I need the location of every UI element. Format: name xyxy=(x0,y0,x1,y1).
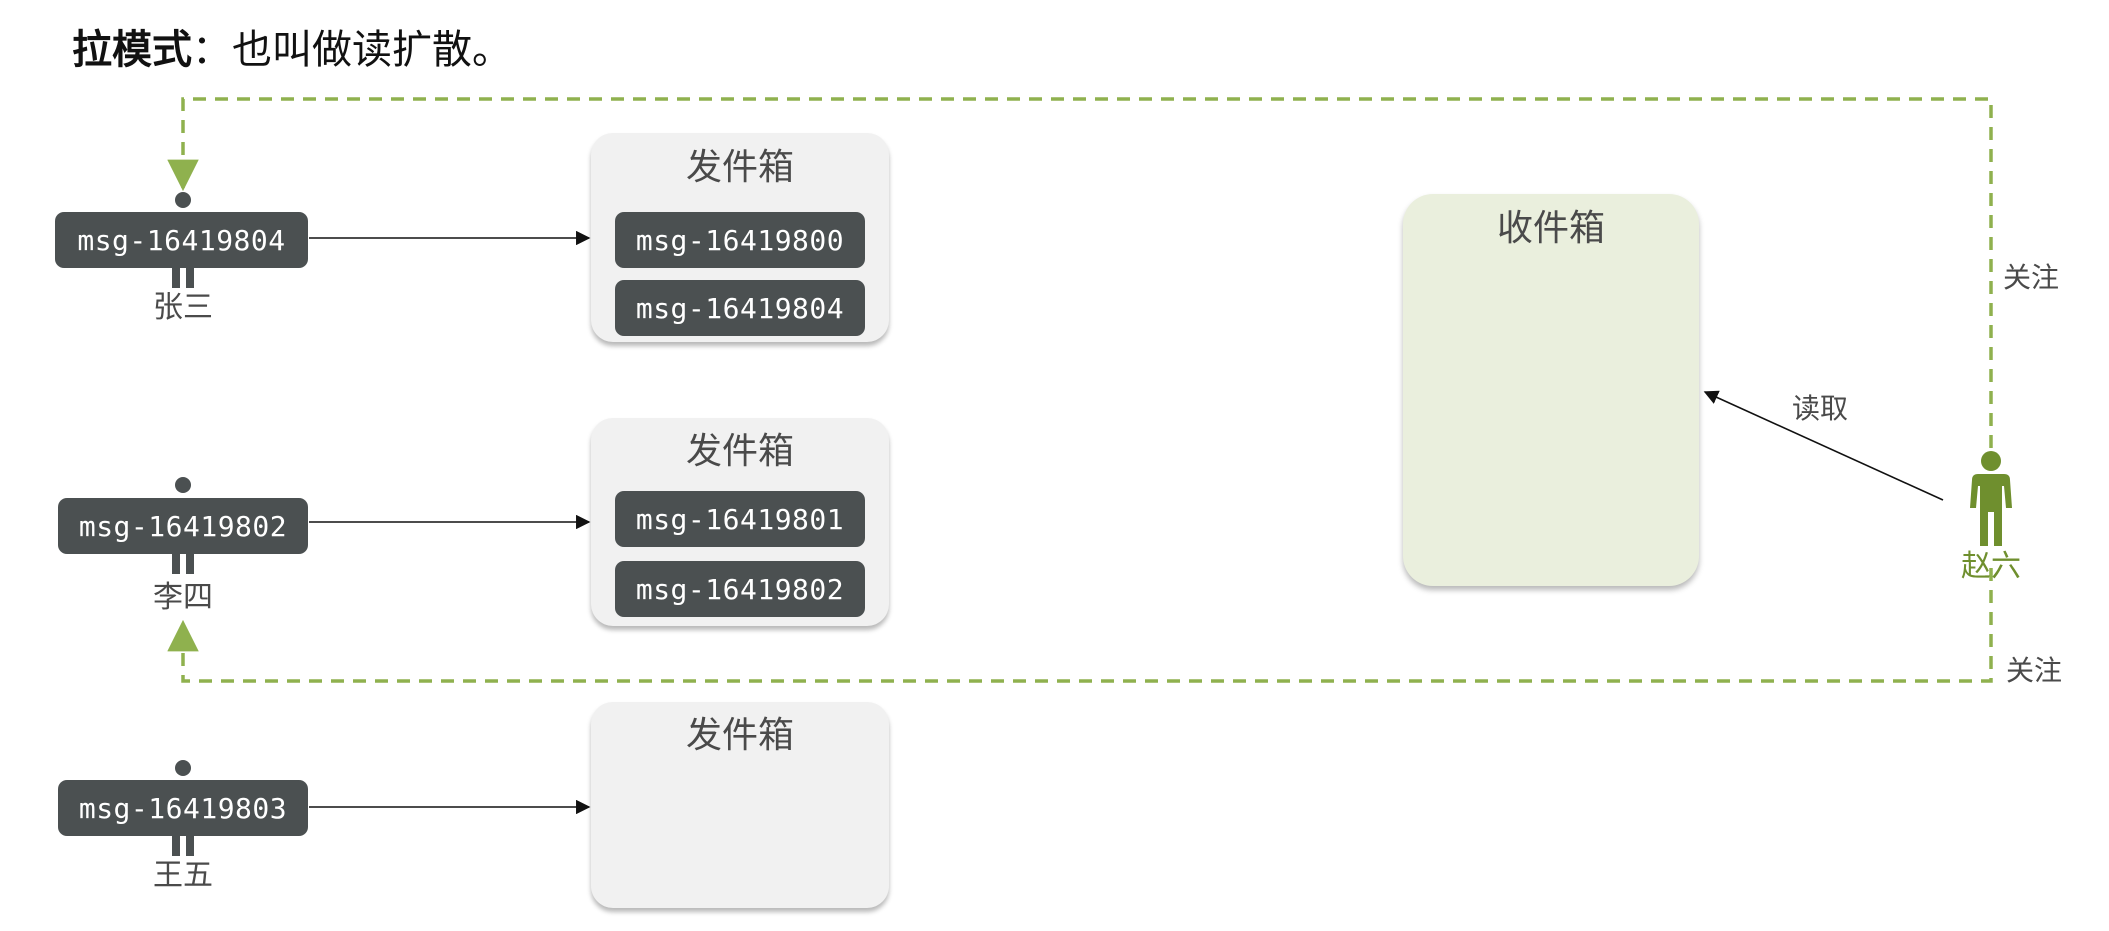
outbox-message[interactable]: msg-16419800 xyxy=(615,212,865,268)
person-legs-icon xyxy=(172,266,194,288)
person-head-icon xyxy=(175,477,191,493)
outbox-message[interactable]: msg-16419801 xyxy=(615,491,865,547)
sender-latest-msg[interactable]: msg-16419804 xyxy=(55,212,308,268)
outbox: 发件箱 xyxy=(591,702,889,908)
person-icon xyxy=(1970,451,2012,546)
outbox-message[interactable]: msg-16419802 xyxy=(615,561,865,617)
outbox: 发件箱 msg-16419801 msg-16419802 xyxy=(591,418,889,626)
person-legs-icon xyxy=(172,552,194,574)
title-bold: 拉模式 xyxy=(72,27,192,73)
sender-latest-msg[interactable]: msg-16419803 xyxy=(58,780,308,836)
inbox: 收件箱 xyxy=(1403,194,1699,586)
page-title: 拉模式：也叫做读扩散。 xyxy=(72,22,512,78)
person-head-icon xyxy=(175,192,191,208)
arrow-read xyxy=(1703,390,1944,501)
sender-latest-msg[interactable]: msg-16419802 xyxy=(58,498,308,554)
sender-name: 王五 xyxy=(153,858,213,893)
outbox: 发件箱 msg-16419800 msg-16419804 xyxy=(591,133,889,342)
read-label: 读取 xyxy=(1792,392,1849,425)
outbox-title: 发件箱 xyxy=(685,431,794,472)
title-rest: ：也叫做读扩散。 xyxy=(192,27,512,73)
follow-line-top xyxy=(167,97,1993,448)
sender-name: 李四 xyxy=(153,580,213,615)
sender-name: 张三 xyxy=(153,290,213,325)
person-legs-icon xyxy=(172,834,194,856)
follow-label-bottom: 关注 xyxy=(2006,654,2063,687)
person-head-icon xyxy=(175,760,191,776)
inbox-title: 收件箱 xyxy=(1496,208,1605,249)
outbox-title: 发件箱 xyxy=(685,147,794,188)
reader-name: 赵六 xyxy=(1961,549,2021,584)
follow-line-bottom xyxy=(167,568,1993,683)
outbox-message[interactable]: msg-16419804 xyxy=(615,280,865,336)
outbox-title: 发件箱 xyxy=(685,715,794,756)
follow-label-top: 关注 xyxy=(2003,261,2060,294)
